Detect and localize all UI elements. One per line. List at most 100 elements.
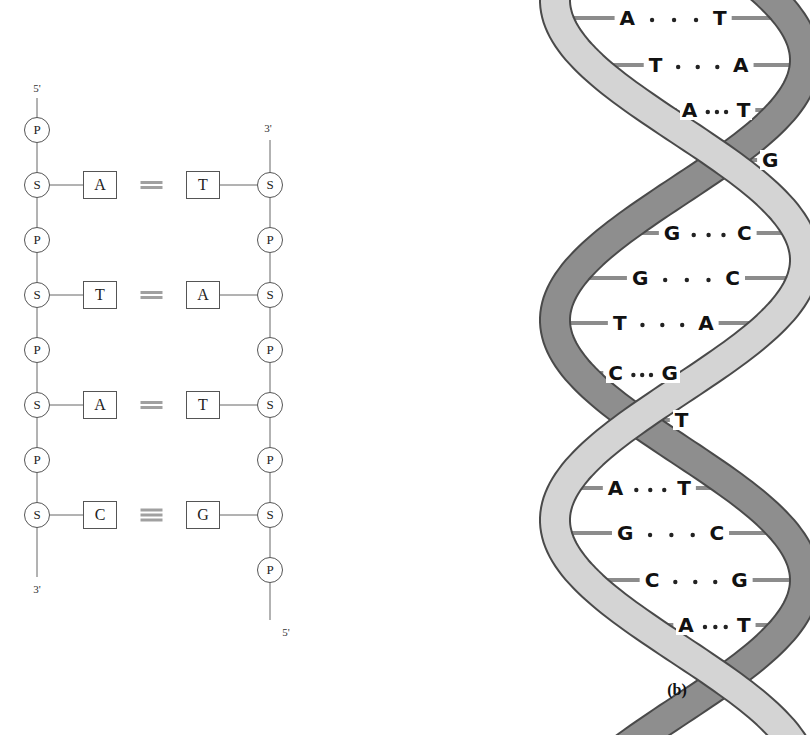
node-text: T — [95, 286, 105, 304]
base-box: A — [186, 281, 220, 309]
backbone-bond — [220, 405, 257, 406]
hydrogen-bond-dot — [713, 580, 717, 584]
node-text: S — [33, 177, 40, 193]
hydrogen-bond-dot — [691, 533, 695, 537]
base-letter: T — [673, 410, 691, 430]
hydrogen-bond-dot — [715, 110, 719, 114]
backbone-bond — [270, 528, 271, 557]
backbone-bond — [37, 418, 38, 447]
back-strand-outline — [555, 0, 805, 735]
hydrogen-bond-dot — [631, 373, 635, 377]
phosphate-circle: P — [24, 447, 50, 473]
phosphate-circle: P — [24, 117, 50, 143]
backbone-bond — [50, 185, 83, 186]
node-text: S — [33, 507, 40, 523]
hydrogen-bond-dot — [676, 65, 680, 69]
node-text: S — [266, 507, 273, 523]
node-text: P — [266, 562, 273, 578]
hydrogen-bond — [141, 403, 163, 408]
hydrogen-bond-dot — [721, 233, 725, 237]
sugar-circle: S — [24, 282, 50, 308]
node-text: T — [198, 396, 208, 414]
front-strand-outline — [555, 0, 805, 735]
base-letter: C — [735, 223, 754, 243]
base-letter: T — [675, 478, 693, 498]
base-box: T — [83, 281, 117, 309]
strand-stubs — [37, 98, 270, 620]
hydrogen-bond-dot — [724, 625, 728, 629]
base-box: A — [83, 171, 117, 199]
backbone-bond — [37, 143, 38, 172]
backbone-bond — [220, 185, 257, 186]
back-strand — [555, 0, 805, 735]
node-text: S — [266, 177, 273, 193]
sugar-circle: S — [24, 392, 50, 418]
sugar-circle: S — [24, 502, 50, 528]
base-box: C — [83, 501, 117, 529]
backbone-bond — [270, 198, 271, 227]
node-text: P — [33, 122, 40, 138]
node-text: S — [266, 287, 273, 303]
base-box: T — [186, 391, 220, 419]
base-letter: T — [647, 55, 665, 75]
strand-end-label: 3' — [33, 584, 40, 595]
base-box: A — [83, 391, 117, 419]
hydrogen-bond — [141, 510, 163, 520]
base-letter: G — [615, 523, 635, 543]
backbone-bond — [37, 473, 38, 502]
base-box: T — [186, 171, 220, 199]
phosphate-circle: P — [257, 447, 283, 473]
hydrogen-bond-dot — [663, 278, 667, 282]
node-text: C — [95, 506, 106, 524]
phosphate-circle: P — [24, 227, 50, 253]
panel-label: (b) — [667, 682, 687, 698]
hydrogen-bond-dot — [692, 233, 696, 237]
phosphate-circle: P — [24, 337, 50, 363]
hydrogen-bond-dot — [648, 533, 652, 537]
node-text: S — [266, 397, 273, 413]
base-letter: T — [735, 615, 753, 635]
hydrogen-bond-dot — [693, 580, 697, 584]
base-letter: G — [729, 570, 749, 590]
base-letter: T — [711, 8, 729, 28]
base-letter: C — [643, 570, 662, 590]
base-letter: G — [630, 268, 650, 288]
base-letter: A — [676, 615, 695, 635]
sugar-circle: S — [24, 172, 50, 198]
backbone-bond — [50, 295, 83, 296]
base-letter: A — [696, 313, 715, 333]
base-letter: G — [662, 223, 682, 243]
hydrogen-bond-dot — [696, 65, 700, 69]
base-letter: T — [735, 100, 753, 120]
hydrogen-bond-dot — [715, 65, 719, 69]
backbone-bond — [50, 515, 83, 516]
sugar-circle: S — [257, 282, 283, 308]
hydrogen-bond-dot — [640, 323, 644, 327]
hydrogen-bond — [141, 293, 163, 298]
phosphate-circle: P — [257, 557, 283, 583]
node-text: T — [198, 176, 208, 194]
hydrogen-bond-dot — [713, 625, 717, 629]
phosphate-circle: P — [257, 227, 283, 253]
base-letter: G — [659, 363, 679, 383]
hydrogen-bond-dot — [703, 625, 707, 629]
backbone-bond — [220, 295, 257, 296]
strand-end-label: 5' — [33, 83, 40, 94]
strand-end-label: 5' — [282, 627, 289, 638]
base-letter: A — [618, 8, 637, 28]
base-letter: G — [760, 150, 780, 170]
hydrogen-bond-dot — [706, 233, 710, 237]
node-text: A — [94, 396, 106, 414]
hydrogen-bond-dot — [673, 580, 677, 584]
phosphate-circle: P — [257, 337, 283, 363]
backbone-bond — [270, 363, 271, 392]
node-text: P — [33, 342, 40, 358]
base-letter: A — [731, 55, 750, 75]
hydrogen-bond-dot — [649, 373, 653, 377]
sugar-circle: S — [257, 502, 283, 528]
node-text: P — [266, 342, 273, 358]
backbone-bond — [270, 418, 271, 447]
hydrogen-bond-dot — [685, 278, 689, 282]
node-text: G — [197, 506, 209, 524]
front-strand — [555, 0, 805, 735]
